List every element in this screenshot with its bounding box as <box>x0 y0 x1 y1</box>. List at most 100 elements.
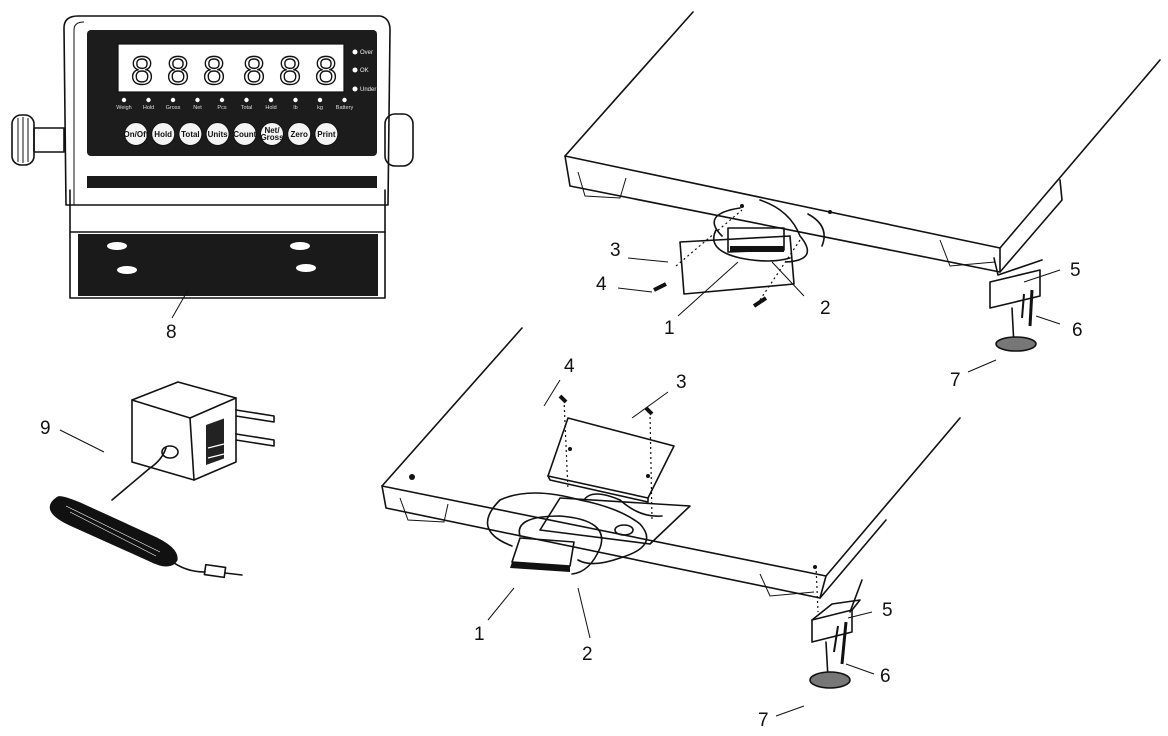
annunciator-label: Weigh <box>116 105 132 111</box>
screw <box>644 406 654 416</box>
key-print[interactable] <box>314 122 339 146</box>
screw <box>1028 289 1034 327</box>
key-label: Total <box>181 130 200 139</box>
key-label: Print <box>317 130 336 139</box>
screw <box>840 621 848 665</box>
screw <box>558 394 568 404</box>
annunciator-dot <box>244 97 249 103</box>
indicator-housing <box>63 15 391 206</box>
annunciator-dot <box>317 97 323 103</box>
platform-bottom-edge <box>381 327 961 577</box>
cord-tail <box>169 559 206 573</box>
digit: 8 <box>167 49 189 93</box>
bracket-slot <box>117 266 137 274</box>
callout-4-lower: 4 <box>564 356 575 377</box>
digit: 8 <box>279 49 301 93</box>
annunciator-label: Hold <box>265 105 276 111</box>
callout-7-lower: 7 <box>758 710 769 731</box>
platform-top <box>564 11 1161 352</box>
wiring <box>486 492 663 575</box>
callout-6: 6 <box>1072 320 1083 341</box>
key-label: Net/ <box>264 126 280 135</box>
key-label: On/Off <box>124 130 149 139</box>
key-total[interactable] <box>178 122 203 146</box>
cord-coil <box>49 496 178 567</box>
ac-adapter <box>49 381 275 579</box>
indicator-slot <box>87 176 377 188</box>
foot-bracket <box>989 269 1041 309</box>
bracket-face <box>69 189 386 299</box>
digit: 8 <box>315 49 337 93</box>
right-knob <box>384 113 414 167</box>
screw <box>752 296 768 308</box>
callout-6-lower: 6 <box>880 666 891 687</box>
annunciator-label: Hold <box>143 105 154 111</box>
annunciator-dot <box>342 97 347 103</box>
adapter-body <box>131 381 237 481</box>
bracket-base <box>78 234 378 296</box>
load-cell-pcb <box>511 537 575 567</box>
digit: 8 <box>203 49 225 93</box>
bracket-slot <box>290 242 310 250</box>
callout-9: 9 <box>40 418 51 439</box>
annunciator-dot <box>219 97 225 103</box>
platform-bottom <box>381 327 961 689</box>
leader-lines <box>59 257 1061 717</box>
annunciator-label: Total <box>241 105 253 111</box>
callout-2-lower: 2 <box>582 644 593 665</box>
adapter-cord <box>111 447 167 501</box>
key-on-off[interactable] <box>124 122 148 146</box>
callout-1: 1 <box>664 318 675 339</box>
annunciator-label: Battery <box>336 105 354 111</box>
side-light-label: Over <box>360 50 373 56</box>
key-label: Count <box>233 130 256 139</box>
annunciator-label: lb <box>293 105 297 111</box>
key-hold[interactable] <box>151 122 176 146</box>
callout-8: 8 <box>166 322 177 343</box>
mounting-plate <box>679 235 795 295</box>
foot-pad <box>995 336 1037 352</box>
callout-7: 7 <box>950 370 961 391</box>
annunciator-label: Gross <box>166 105 181 111</box>
foot-pad <box>809 671 851 689</box>
side-light-label: Under <box>360 87 376 93</box>
annunciator-label: kg <box>317 105 323 111</box>
callout-4: 4 <box>596 274 607 295</box>
callout-3: 3 <box>610 240 621 261</box>
annunciator-dot <box>268 97 274 103</box>
callout-1-lower: 1 <box>474 624 485 645</box>
annunciator-dot <box>121 97 127 103</box>
mounting-plate <box>539 497 691 545</box>
annunciator-dot <box>195 97 200 103</box>
left-knob-shaft <box>33 127 65 153</box>
adapter-prong <box>235 433 275 447</box>
key-net-gross[interactable] <box>260 122 284 146</box>
annunciator-dot <box>170 97 176 103</box>
key-units[interactable] <box>205 122 230 146</box>
digit: 8 <box>131 49 153 93</box>
key-count[interactable] <box>232 122 257 146</box>
key-zero[interactable] <box>287 122 312 146</box>
foot-bracket <box>811 609 853 643</box>
key-label: Hold <box>154 130 172 139</box>
wiring <box>712 199 825 263</box>
cover-plate <box>547 417 675 499</box>
key-label: Units <box>208 130 229 139</box>
display-window <box>117 43 345 93</box>
callout-2: 2 <box>820 298 831 319</box>
callout-5: 5 <box>1070 260 1081 281</box>
annunciator-dot <box>146 97 151 103</box>
annunciator-label: Net <box>193 105 202 111</box>
bracket-slot <box>296 264 316 272</box>
callout-5-lower: 5 <box>882 600 893 621</box>
bracket-slot <box>107 242 127 250</box>
screw <box>653 282 667 292</box>
annunciator-dot <box>293 97 298 103</box>
dc-plug <box>203 563 227 579</box>
adapter-prong <box>235 409 275 423</box>
